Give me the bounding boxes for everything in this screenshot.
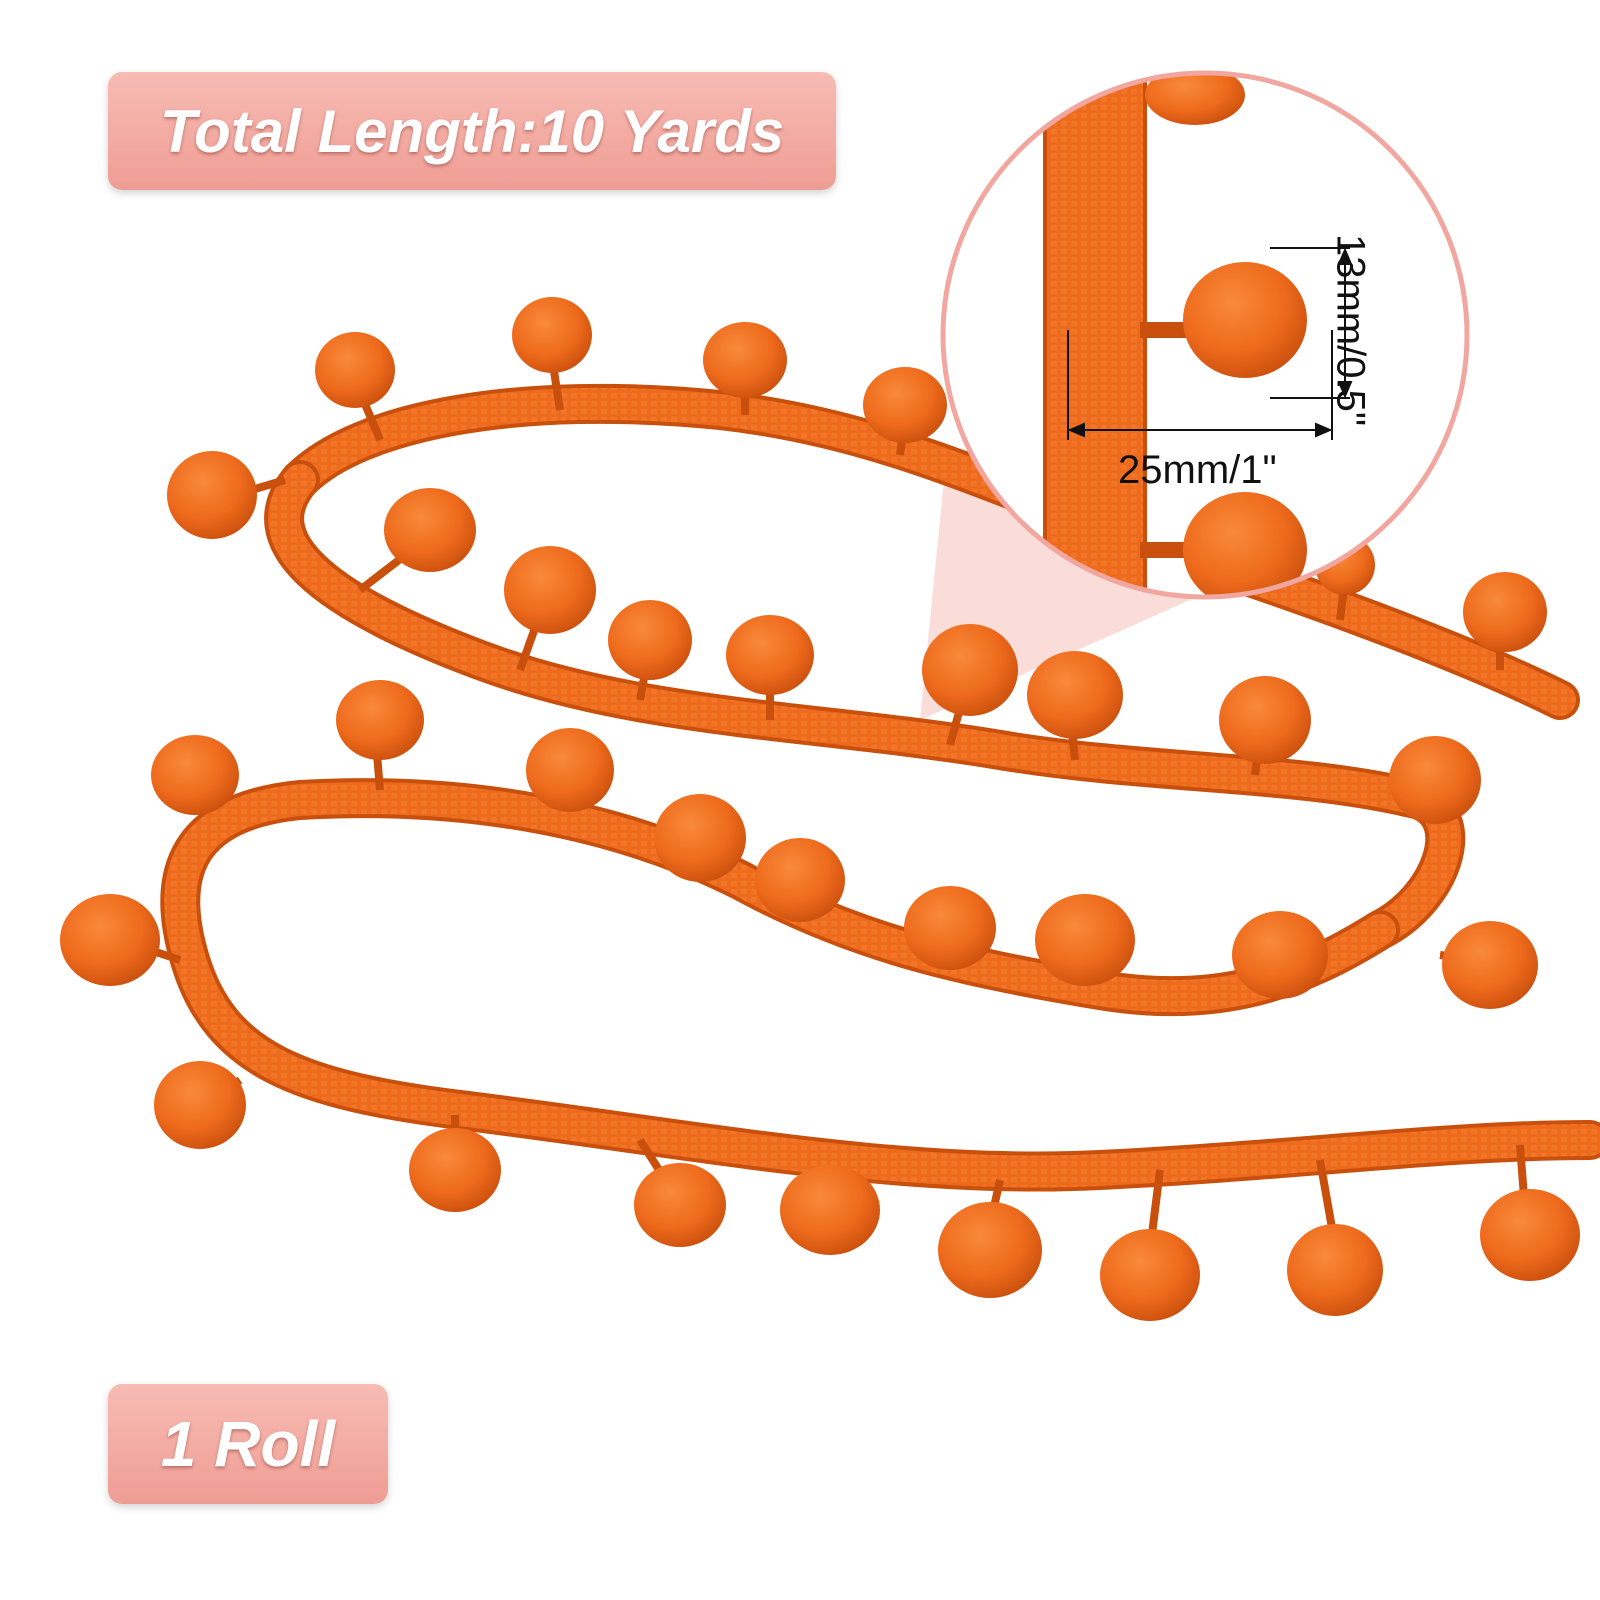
quantity-badge: 1 Roll bbox=[108, 1384, 388, 1504]
zoom-inset bbox=[940, 70, 1470, 600]
dimension-lines bbox=[1067, 247, 1353, 440]
width-dimension-label: 25mm/1" bbox=[1118, 448, 1277, 492]
pom-pom-ball-set bbox=[60, 297, 1580, 1321]
total-length-badge: Total Length:10 Yards bbox=[108, 72, 836, 190]
height-dimension-label: 13mm/0.5" bbox=[1328, 233, 1373, 427]
quantity-text: 1 Roll bbox=[160, 1408, 336, 1480]
total-length-text: Total Length:10 Yards bbox=[159, 97, 785, 165]
